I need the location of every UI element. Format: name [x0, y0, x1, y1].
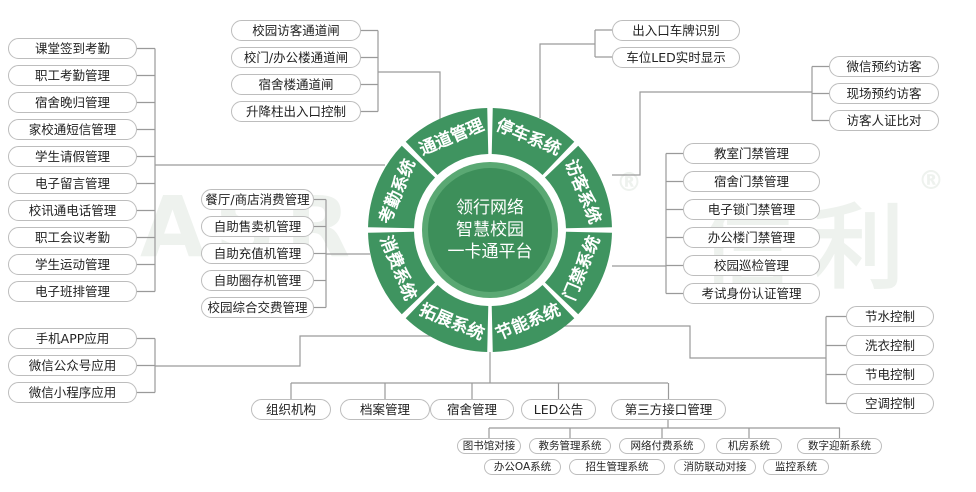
third-row2-item-1[interactable]: 招生管理系统 [569, 459, 665, 475]
access-item-2[interactable]: 电子锁门禁管理 [683, 199, 820, 220]
connector-lines [137, 29, 846, 438]
visitor-item-2[interactable]: 访客人证比对 [829, 110, 939, 131]
consume-item-4[interactable]: 校园综合交费管理 [201, 297, 314, 318]
ring-segment-2[interactable] [544, 145, 612, 229]
extend-item-3[interactable]: LED公告 [521, 399, 596, 420]
visitor-item-0[interactable]: 微信预约访客 [829, 56, 939, 77]
access-item-3[interactable]: 办公楼门禁管理 [683, 227, 820, 248]
attendance-item-0[interactable]: 课堂签到考勤 [8, 38, 137, 59]
extend-item-2[interactable]: 宿舍管理 [430, 399, 514, 420]
channel-item-1[interactable]: 校门/办公楼通道闸 [231, 47, 361, 68]
ring-segment-0[interactable] [405, 108, 489, 176]
third-row2-item-0[interactable]: 办公OA系统 [484, 459, 561, 475]
consume-item-0[interactable]: 餐厅/商店消费管理 [201, 189, 314, 210]
ring-segment-4[interactable] [491, 284, 575, 352]
apps-link [155, 335, 440, 367]
apps-item-2[interactable]: 微信小程序应用 [8, 382, 137, 403]
consume-item-3[interactable]: 自助圈存机管理 [201, 270, 314, 291]
ring-segment-3[interactable] [544, 231, 612, 315]
parking-item-0[interactable]: 出入口车牌识别 [612, 20, 740, 41]
watermark-reg-mark: ® [616, 168, 642, 198]
access-item-5[interactable]: 考试身份认证管理 [683, 283, 820, 304]
channel-item-3[interactable]: 升降柱出入口控制 [231, 101, 361, 122]
third-row2-item-2[interactable]: 消防联动对接 [674, 459, 756, 475]
third-row1-item-0[interactable]: 图书馆对接 [457, 438, 521, 454]
third-row1-item-2[interactable]: 网络付费系统 [619, 438, 705, 454]
energy-link [560, 325, 826, 359]
visitor-item-1[interactable]: 现场预约访客 [829, 83, 939, 104]
access-item-4[interactable]: 校园巡检管理 [683, 255, 820, 276]
visitor-link [612, 91, 812, 176]
third-row1-item-4[interactable]: 数字迎新系统 [797, 438, 882, 454]
attendance-item-1[interactable]: 职工考勤管理 [8, 65, 137, 86]
attendance-item-3[interactable]: 家校通短信管理 [8, 119, 137, 140]
energy-item-2[interactable]: 节电控制 [846, 364, 934, 385]
channel-item-2[interactable]: 宿舍楼通道闸 [231, 74, 361, 95]
attendance-item-7[interactable]: 职工会议考勤 [8, 227, 137, 248]
hub-title-line2: 智慧校园 [456, 220, 524, 240]
extend-item-1[interactable]: 档案管理 [340, 399, 430, 420]
apps-item-0[interactable]: 手机APP应用 [8, 328, 137, 349]
attendance-item-5[interactable]: 电子留言管理 [8, 173, 137, 194]
access-item-1[interactable]: 宿舍门禁管理 [683, 171, 820, 192]
channel-item-0[interactable]: 校园访客通道闸 [231, 20, 361, 41]
ring-segment-1[interactable] [491, 108, 575, 176]
attendance-item-8[interactable]: 学生运动管理 [8, 254, 137, 275]
extend-item-4[interactable]: 第三方接口管理 [611, 399, 726, 420]
energy-item-0[interactable]: 节水控制 [846, 306, 934, 327]
consume-item-2[interactable]: 自助充值机管理 [201, 243, 314, 264]
attendance-item-9[interactable]: 电子班排管理 [8, 281, 137, 302]
access-item-0[interactable]: 教室门禁管理 [683, 143, 820, 164]
attendance-item-4[interactable]: 学生请假管理 [8, 146, 137, 167]
hub-title-line3: 一卡通平台 [448, 242, 533, 262]
energy-item-3[interactable]: 空调控制 [846, 393, 934, 414]
ring-segment-7[interactable] [368, 145, 436, 229]
third-row1-item-3[interactable]: 机房系统 [716, 438, 782, 454]
energy-item-1[interactable]: 洗衣控制 [846, 335, 934, 356]
parking-link [539, 43, 595, 118]
apps-item-1[interactable]: 微信公众号应用 [8, 355, 137, 376]
channel-link [378, 71, 441, 120]
ring-segment-6[interactable] [368, 231, 436, 315]
hub-title-line1: 领行网络 [456, 198, 524, 218]
attendance-item-6[interactable]: 校讯通电话管理 [8, 200, 137, 221]
extend-item-0[interactable]: 组织机构 [251, 399, 331, 420]
watermark-reg-mark-right: ® [918, 166, 944, 196]
consume-item-1[interactable]: 自助售卖机管理 [201, 216, 314, 237]
attendance-item-2[interactable]: 宿舍晚归管理 [8, 92, 137, 113]
third-row1-item-1[interactable]: 教务管理系统 [529, 438, 611, 454]
parking-item-1[interactable]: 车位LED实时显示 [612, 47, 740, 68]
hub-inner-circle [428, 168, 552, 292]
third-row2-item-3[interactable]: 监控系统 [763, 459, 829, 475]
ring-segment-5[interactable] [405, 284, 489, 352]
